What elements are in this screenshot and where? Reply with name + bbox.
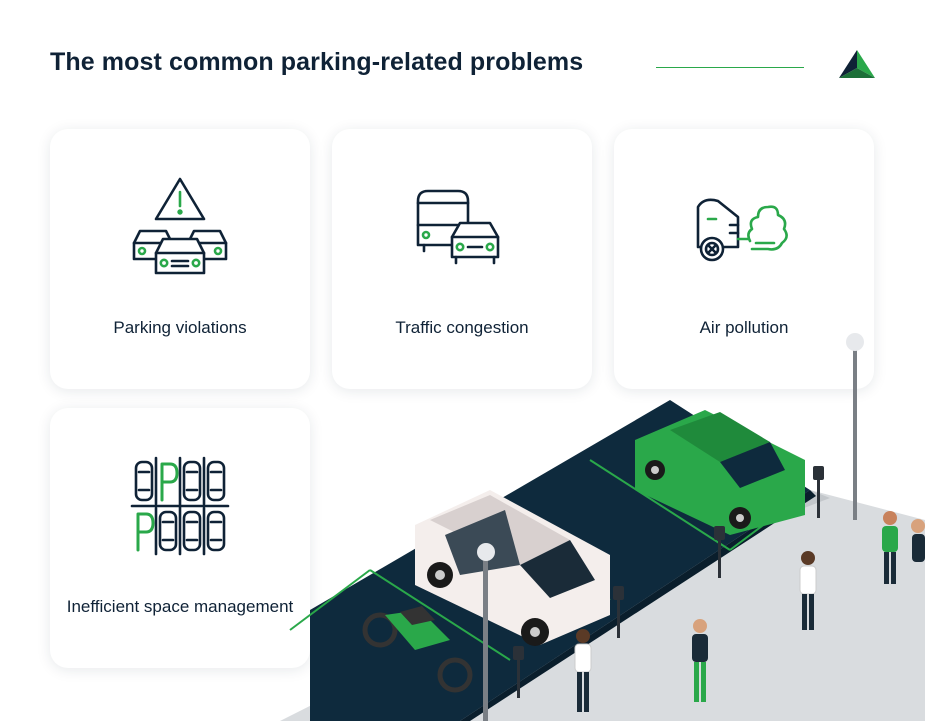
card-label: Traffic congestion xyxy=(395,318,529,337)
motorcycle xyxy=(362,606,473,693)
pedestrian xyxy=(574,629,592,712)
street-lamp xyxy=(477,543,495,721)
green-car xyxy=(635,410,805,535)
parking-lot-illustration: P xyxy=(280,333,925,721)
pedestrian xyxy=(692,619,708,702)
card-parking-violations: Parking violations xyxy=(50,129,310,389)
pedestrian xyxy=(911,519,925,562)
pedestrian xyxy=(882,511,898,584)
white-suv xyxy=(415,490,610,646)
parking-meter xyxy=(513,466,824,698)
card-label: Inefficient space management xyxy=(66,597,294,616)
street-lamp xyxy=(846,333,864,520)
card-air-pollution: Air pollution xyxy=(614,129,874,389)
bus-car-traffic-icon xyxy=(416,189,500,265)
parking-grid-icon xyxy=(130,456,230,556)
cars-warning-icon xyxy=(132,177,228,275)
pedestrian xyxy=(799,551,817,630)
card-traffic-congestion: Traffic congestion xyxy=(332,129,592,389)
page-title: The most common parking-related problems xyxy=(50,48,584,76)
title-divider xyxy=(656,67,804,68)
card-label: Parking violations xyxy=(113,318,247,337)
exhaust-smoke-icon xyxy=(696,198,788,262)
brand-logo-icon xyxy=(839,50,875,78)
card-inefficient-space: Inefficient space management xyxy=(50,408,310,668)
card-label: Air pollution xyxy=(699,318,789,337)
